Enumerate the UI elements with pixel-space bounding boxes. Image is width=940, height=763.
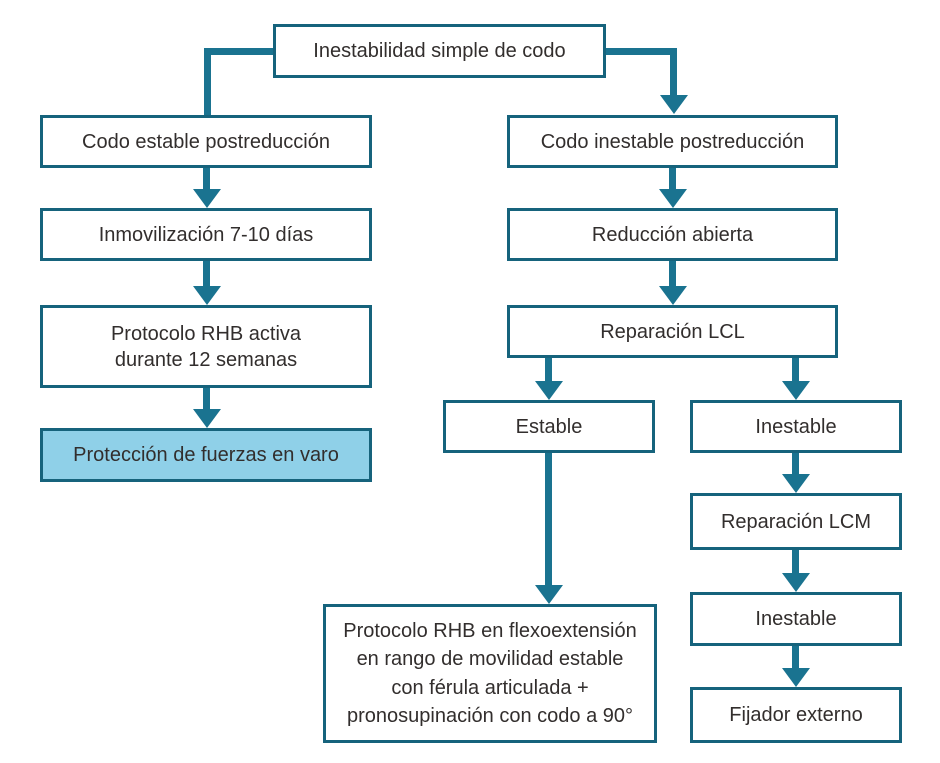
connector-estable-to-protocolo-flexoextension bbox=[545, 452, 552, 586]
arrow-down-icon bbox=[660, 95, 688, 114]
node-label: Inestabilidad simple de codo bbox=[313, 40, 566, 62]
node-reduccion-abierta: Reducción abierta bbox=[507, 208, 838, 261]
node-label: Inmovilización 7-10 días bbox=[98, 223, 314, 246]
node-codo-inestable-postreduccion: Codo inestable postreducción bbox=[507, 115, 838, 168]
arrow-down-icon bbox=[659, 286, 687, 305]
connector-reduccion-abierta-to-reparacion-lcl bbox=[669, 260, 676, 287]
node-label: Protección de fuerzas en varo bbox=[73, 444, 339, 466]
connector-inestable2-to-fijador-externo bbox=[792, 645, 799, 669]
connector-protocolo-rhb-to-proteccion-varo bbox=[203, 387, 210, 410]
arrow-down-icon bbox=[782, 474, 810, 493]
node-inestabilidad-simple-de-codo: Inestabilidad simple de codo bbox=[273, 24, 606, 78]
node-inmovilizacion-7-10-dias: Inmovilización 7-10 días bbox=[40, 208, 372, 261]
connector-reparacion-lcl-to-estable bbox=[545, 357, 552, 382]
node-label: Codo estable postreducción bbox=[82, 130, 330, 153]
node-codo-estable-postreduccion: Codo estable postreducción bbox=[40, 115, 372, 168]
node-label: Protocolo RHB en flexoextensión en rango… bbox=[343, 619, 637, 727]
node-estable: Estable bbox=[443, 400, 655, 453]
arrow-down-icon bbox=[193, 189, 221, 208]
node-inestable-1: Inestable bbox=[690, 400, 902, 453]
connector-root-to-codo-estable bbox=[204, 48, 273, 55]
node-fijador-externo: Fijador externo bbox=[690, 687, 902, 743]
connector-root-to-codo-inestable bbox=[606, 48, 677, 55]
node-label: Estable bbox=[515, 415, 583, 438]
arrow-down-icon bbox=[782, 668, 810, 687]
arrow-down-icon bbox=[782, 573, 810, 592]
connector-inmovilizacion-to-protocolo-rhb bbox=[203, 260, 210, 287]
connector-codo-estable-to-inmovilizacion bbox=[203, 167, 210, 190]
node-reparacion-lcm: Reparación LCM bbox=[690, 493, 902, 550]
node-protocolo-rhb-activa: Protocolo RHB activa durante 12 semanas bbox=[40, 305, 372, 388]
arrow-down-icon bbox=[193, 286, 221, 305]
node-proteccion-de-fuerzas-en-varo: Protección de fuerzas en varo bbox=[40, 428, 372, 482]
node-protocolo-rhb-flexoextension: Protocolo RHB en flexoextensión en rango… bbox=[323, 604, 657, 743]
arrow-down-icon bbox=[193, 409, 221, 428]
connector-root-to-codo-estable bbox=[204, 48, 211, 115]
node-label: Fijador externo bbox=[729, 704, 863, 726]
node-label: Reparación LCL bbox=[600, 320, 745, 343]
connector-reparacion-lcm-to-inestable2 bbox=[792, 549, 799, 574]
connector-codo-inestable-to-reduccion-abierta bbox=[669, 167, 676, 190]
node-label: Reparación LCM bbox=[720, 510, 872, 533]
arrow-down-icon bbox=[659, 189, 687, 208]
connector-root-to-codo-inestable bbox=[670, 48, 677, 95]
node-label: Inestable bbox=[755, 608, 837, 630]
node-label: Reducción abierta bbox=[591, 223, 754, 246]
node-inestable-2: Inestable bbox=[690, 592, 902, 646]
arrow-down-icon bbox=[782, 381, 810, 400]
node-label: Codo inestable postreducción bbox=[540, 130, 805, 153]
arrow-down-icon bbox=[535, 585, 563, 604]
node-label: Inestable bbox=[755, 415, 837, 438]
node-label: Protocolo RHB activa durante 12 semanas bbox=[110, 322, 302, 371]
connector-inestable-to-reparacion-lcm bbox=[792, 452, 799, 475]
connector-reparacion-lcl-to-inestable bbox=[792, 357, 799, 382]
node-reparacion-lcl: Reparación LCL bbox=[507, 305, 838, 358]
arrow-down-icon bbox=[535, 381, 563, 400]
